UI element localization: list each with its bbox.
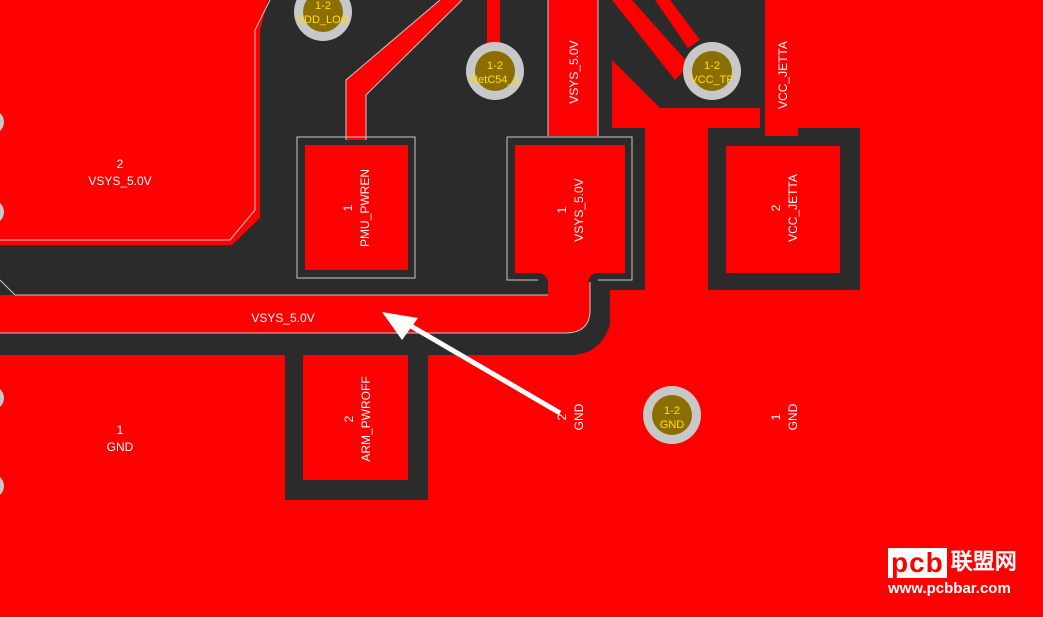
pad-gnd-b[interactable]: 1 GND: [769, 403, 800, 430]
via-pads: 1-2: [704, 60, 720, 72]
region-net: VSYS_5.0V: [88, 174, 151, 188]
pad-vcc-jetta[interactable]: 2 VCC_JETTA: [769, 174, 800, 242]
pad-net: GND: [572, 403, 586, 430]
trace-label-vsys-vertical: VSYS_5.0V: [567, 40, 581, 103]
via-net: VCC_TP: [690, 74, 733, 86]
pad-number: 1: [769, 413, 783, 420]
watermark-site-name: 联盟网: [950, 550, 1017, 575]
watermark-url: www.pcbbar.com: [888, 580, 1011, 597]
pad-pmu-pwren[interactable]: 1 PMU_PWREN: [341, 169, 372, 247]
via-vcc-tp[interactable]: 1-2 VCC_TP: [683, 42, 741, 100]
via-pads: 1-2: [315, 0, 331, 12]
pad-net: VSYS_5.0V: [572, 178, 586, 241]
pad-net: ARM_PWROFF: [359, 376, 373, 461]
region-number: 2: [117, 157, 124, 171]
region-net: GND: [107, 440, 134, 454]
via-net: NetC54_1: [470, 74, 520, 86]
annotation-arrow: [382, 312, 562, 416]
via-net: GND: [660, 419, 685, 431]
region-label-left-bottom: 1 GND: [107, 423, 134, 454]
pad-net: GND: [786, 403, 800, 430]
via-pads: 1-2: [487, 60, 503, 72]
trace-outlines: [0, 0, 633, 334]
edge-vias: [0, 113, 4, 495]
trace-label-vsys-horizontal: VSYS_5.0V: [251, 311, 314, 325]
pad-vsys[interactable]: 1 VSYS_5.0V: [555, 178, 586, 241]
pad-number: 1: [341, 204, 355, 211]
pad-arm-pwroff[interactable]: 2 ARM_PWROFF: [342, 376, 373, 461]
watermark: pcb 联盟网 www.pcbbar.com: [888, 548, 1038, 602]
via-net: VDD_LOG: [297, 14, 350, 26]
via-netc54[interactable]: 1-2 NetC54_1: [466, 42, 524, 100]
watermark-logo: pcb 联盟网: [888, 548, 1038, 578]
via-pads: 1-2: [664, 405, 680, 417]
pad-number: 1: [555, 206, 569, 213]
via-gnd[interactable]: 1-2 GND: [643, 386, 701, 444]
region-number: 1: [117, 423, 124, 437]
via-vdd-log[interactable]: 1-2 VDD_LOG: [294, 0, 352, 41]
trace-label-vcc-jetta: VCC_JETTA: [776, 41, 790, 109]
pad-gnd-a[interactable]: 2 GND: [555, 403, 586, 430]
pad-number: 2: [769, 204, 783, 211]
pad-number: 2: [555, 413, 569, 420]
watermark-pcb-logo: pcb: [888, 548, 947, 578]
pad-number: 2: [342, 415, 356, 422]
pad-net: PMU_PWREN: [358, 169, 372, 247]
pad-net: VCC_JETTA: [786, 174, 800, 242]
region-label-left-top: 2 VSYS_5.0V: [88, 157, 151, 188]
